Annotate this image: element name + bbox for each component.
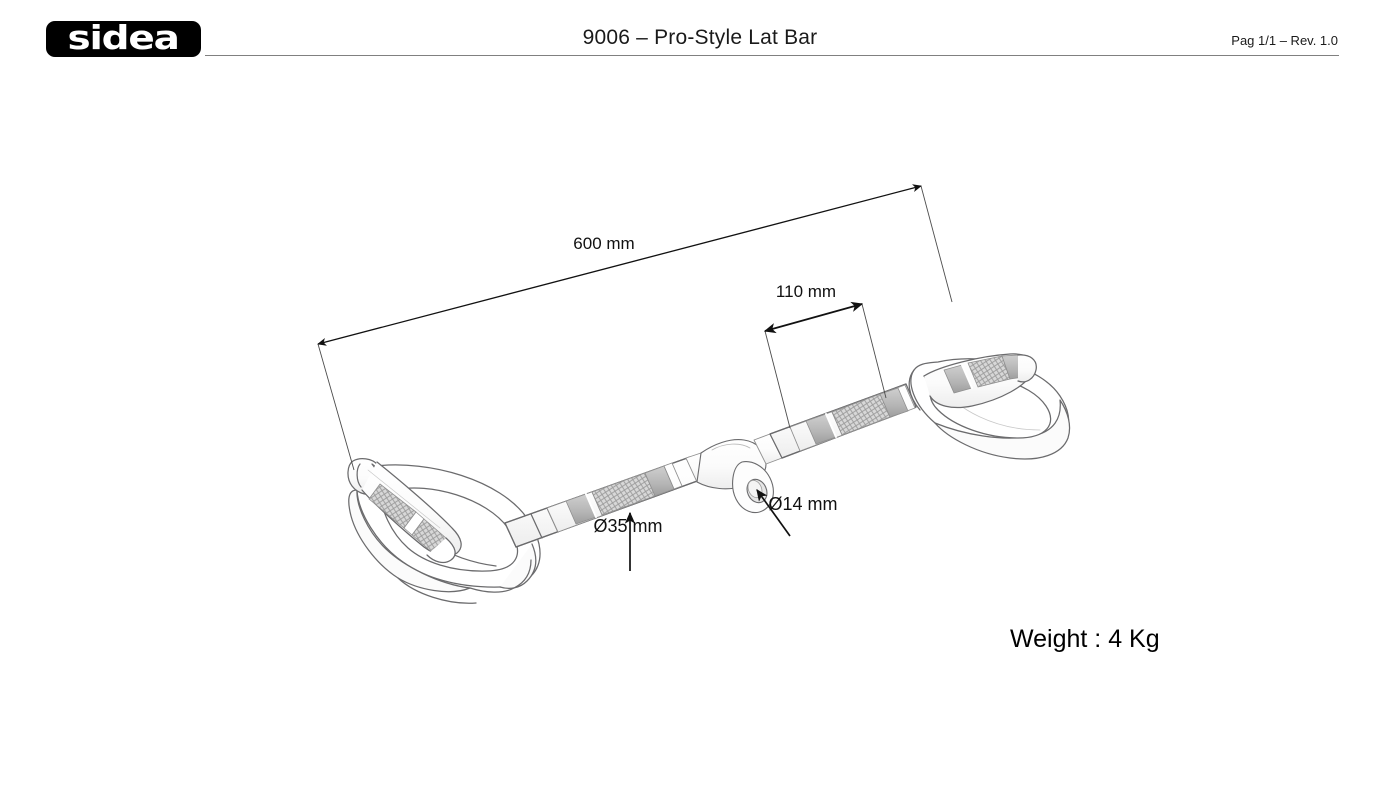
callout-label-d35: Ø35 mm <box>593 516 662 536</box>
dimension-label-110: 110 mm <box>776 282 836 301</box>
page-header: sidea 9006 – Pro-Style Lat Bar Pag 1/1 –… <box>0 0 1400 66</box>
page-title: 9006 – Pro-Style Lat Bar <box>582 26 818 49</box>
left-knurled-grip <box>546 462 683 533</box>
right-grip <box>923 353 1037 409</box>
product-body <box>347 353 1071 604</box>
product-drawing-svg: 600 mm 110 mm Ø35 mm Ø14 mm <box>317 184 1071 604</box>
logo-text: sidea <box>67 21 180 57</box>
dimension-label-600: 600 mm <box>573 234 634 253</box>
callout-label-d14: Ø14 mm <box>768 494 837 514</box>
right-knurled-grip <box>789 384 916 452</box>
leader-line-d14 <box>756 489 791 537</box>
dimension-line-600 <box>317 184 922 346</box>
ext-line-grip-right <box>861 303 887 399</box>
header-divider <box>205 55 1339 56</box>
dimension-overall-length: 600 mm <box>317 184 953 471</box>
ext-line-right <box>920 185 953 303</box>
page-revision-label: Pag 1/1 – Rev. 1.0 <box>1231 33 1338 48</box>
ext-line-grip-left <box>764 330 791 429</box>
left-grip <box>347 458 462 564</box>
callout-grip-diameter: Ø35 mm <box>593 511 663 571</box>
technical-drawing: 600 mm 110 mm Ø35 mm Ø14 mm <box>0 66 1400 788</box>
callout-hole-diameter: Ø14 mm <box>756 489 838 537</box>
weight-spec: Weight : 4 Kg <box>1010 625 1160 653</box>
sidea-logo: sidea <box>46 21 201 57</box>
dimension-grip-length: 110 mm <box>763 282 887 429</box>
ext-line-left <box>317 343 355 471</box>
dimension-line-110 <box>763 301 864 334</box>
